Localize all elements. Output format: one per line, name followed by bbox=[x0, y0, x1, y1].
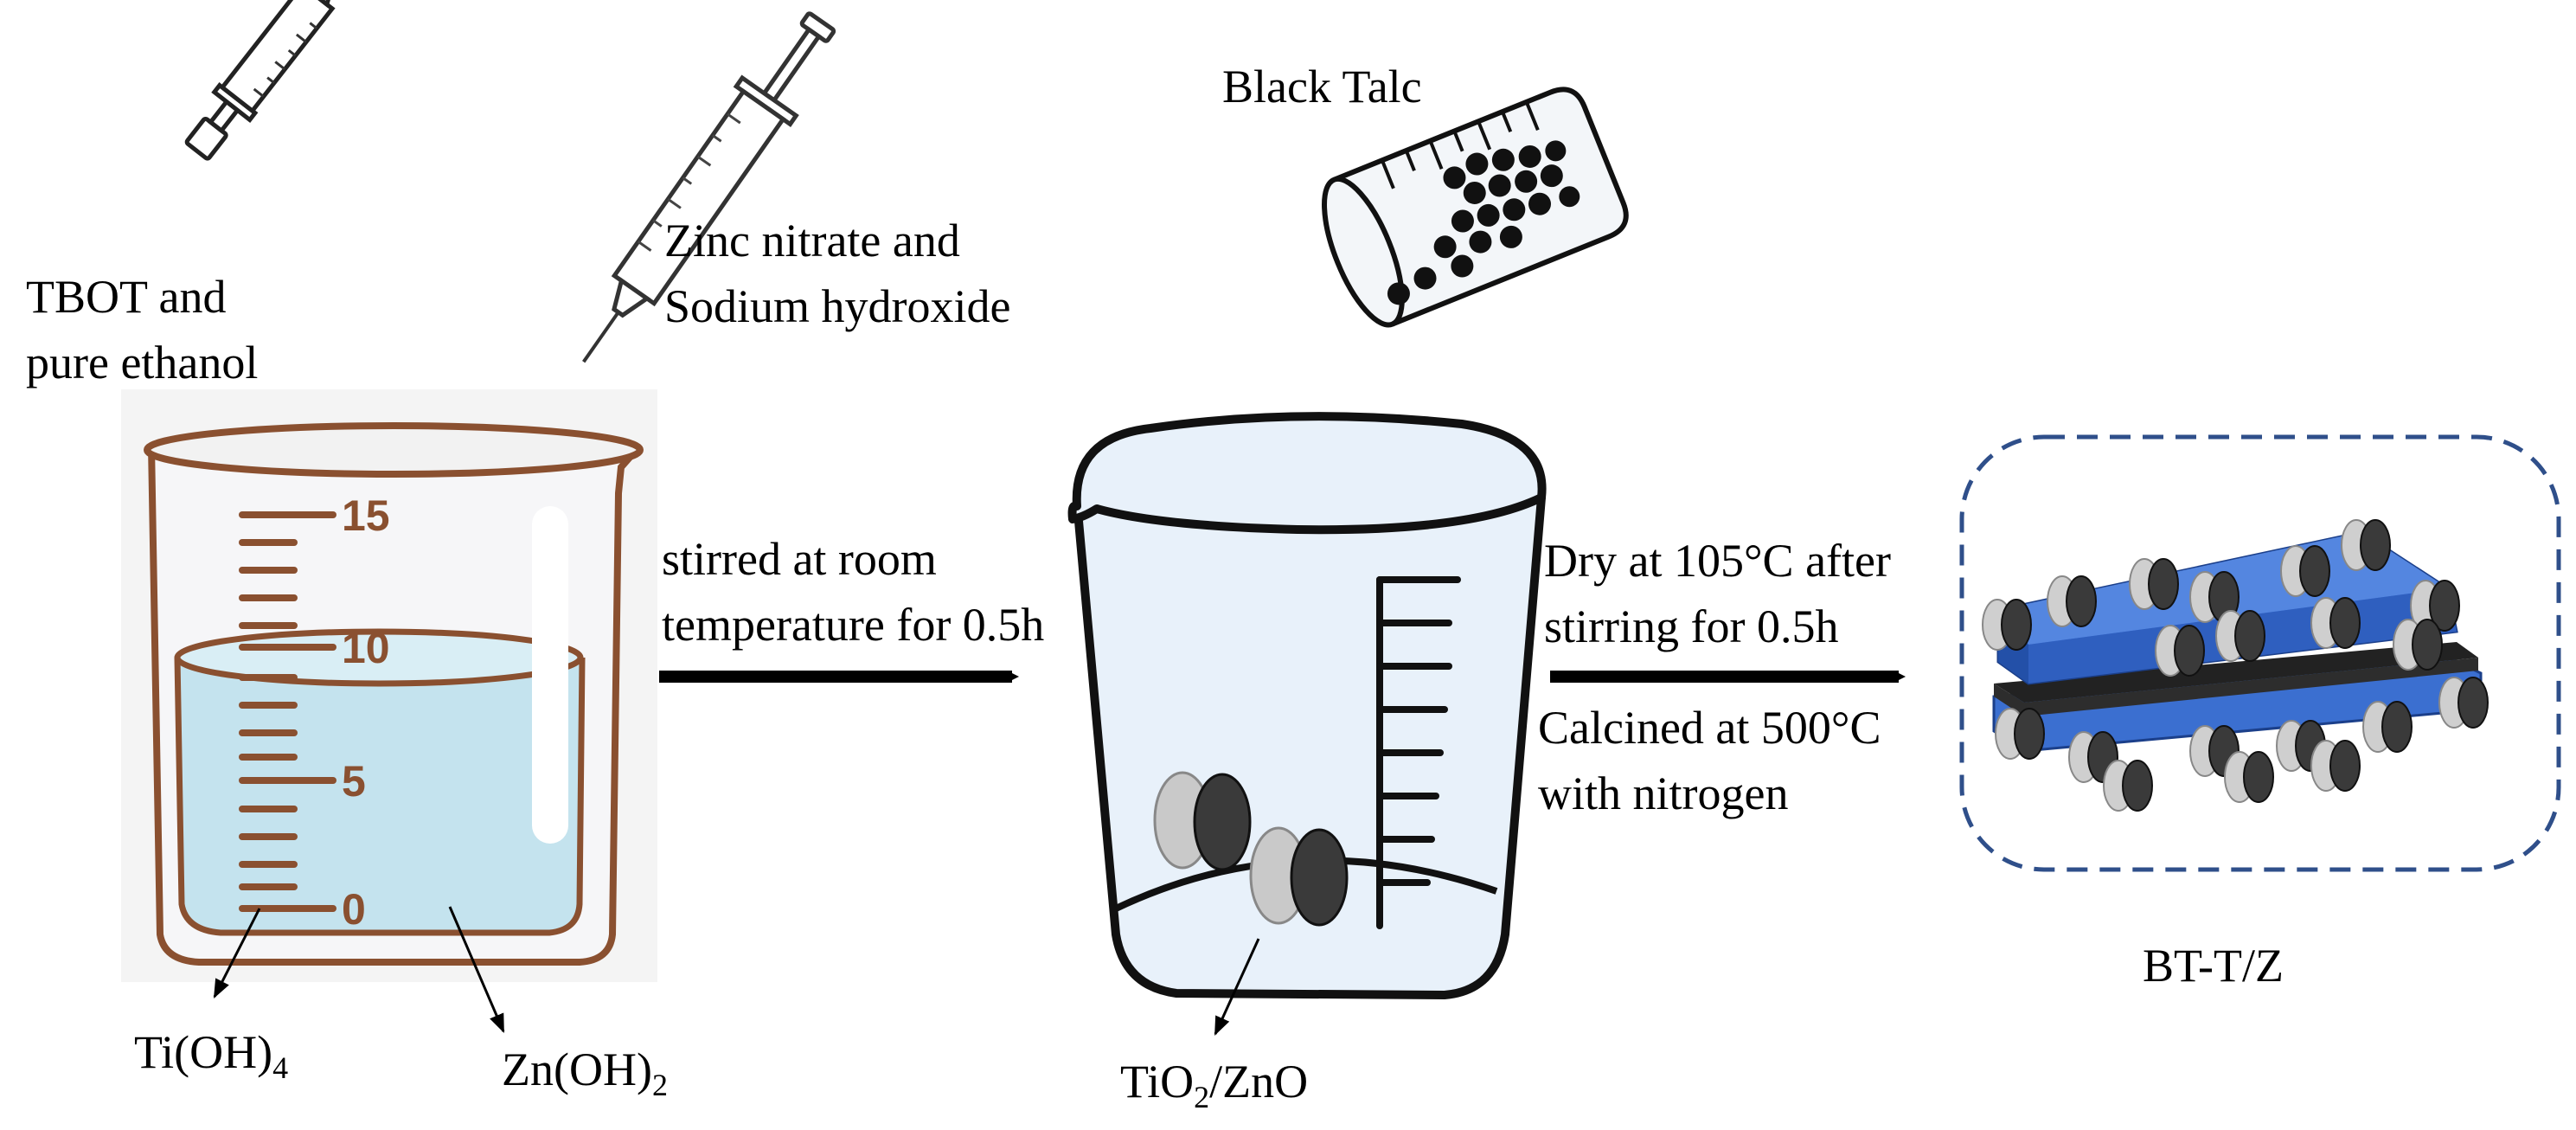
label-tio2-zno: TiO2/ZnO bbox=[1120, 1056, 1309, 1114]
particle-dark bbox=[2148, 558, 2179, 610]
particle-dark bbox=[2122, 760, 2153, 812]
beaker-1: 15 10 5 0 bbox=[121, 389, 657, 1034]
particle-dark bbox=[2457, 677, 2489, 729]
label-step-1: stirred at room temperature for 0.5h bbox=[662, 533, 1045, 651]
particle-dark bbox=[2429, 580, 2460, 632]
scale-label-0: 0 bbox=[342, 885, 366, 934]
beaker-2 bbox=[1067, 412, 1547, 1037]
pointer-znoh2 bbox=[448, 906, 505, 1034]
particle-dark bbox=[2329, 597, 2361, 649]
talc-beaker-icon bbox=[1322, 87, 1629, 328]
syringe-left-icon bbox=[184, 0, 336, 161]
particle-dark bbox=[2001, 599, 2032, 651]
pointer-tio2-zno bbox=[1214, 938, 1260, 1037]
scale-label-10: 10 bbox=[342, 624, 390, 672]
syringe-right-icon bbox=[582, 11, 836, 363]
label-step-2-dry: Dry at 105°C after stirring for 0.5h bbox=[1544, 535, 1891, 652]
particle-dark bbox=[2234, 610, 2265, 662]
tio2-zno-particles-icon bbox=[1153, 771, 1349, 927]
particle-dark bbox=[2381, 701, 2413, 753]
particle-dark bbox=[2014, 708, 2045, 760]
bt-tz-particles-icon bbox=[1982, 519, 2489, 812]
label-znoh2: Zn(OH)2 bbox=[502, 1043, 668, 1102]
scale-label-15: 15 bbox=[342, 491, 390, 540]
particle-dark bbox=[2066, 575, 2097, 627]
beaker-1-scale bbox=[239, 511, 336, 912]
label-zinc-nitrate: Zinc nitrate and Sodium hydroxide bbox=[664, 215, 1011, 332]
label-black-talc: Black Talc bbox=[1222, 61, 1422, 112]
particle-dark bbox=[2360, 519, 2391, 571]
particle-dark bbox=[2299, 545, 2330, 597]
particle-dark bbox=[2329, 740, 2361, 792]
label-step-2-calcine: Calcined at 500°C with nitrogen bbox=[1538, 702, 1881, 819]
label-tbot: TBOT and pure ethanol bbox=[26, 271, 259, 388]
label-tioh4: Ti(OH)4 bbox=[134, 1026, 289, 1085]
particle-dark bbox=[2412, 619, 2443, 671]
label-bt-tz: BT-T/Z bbox=[2143, 940, 2284, 992]
particle-dark bbox=[2174, 625, 2205, 677]
pointer-tioh4 bbox=[213, 908, 261, 998]
scale-label-5: 5 bbox=[342, 757, 366, 806]
particle-dark bbox=[2243, 751, 2274, 803]
product-frame bbox=[1959, 434, 2561, 872]
